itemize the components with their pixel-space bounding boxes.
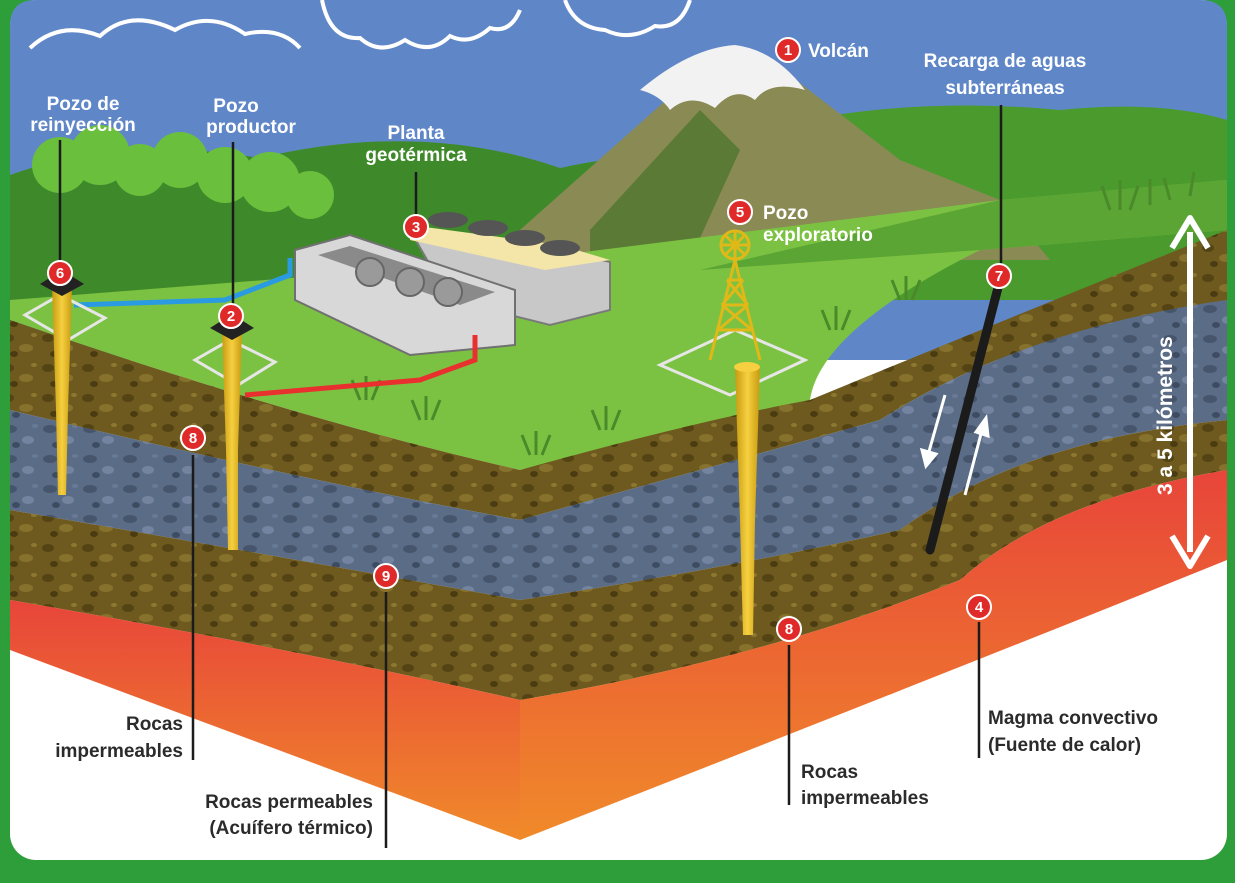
recharge-label-line2: subterráneas: [945, 78, 1064, 99]
marker-5: 5: [727, 199, 753, 225]
clouds: [28, 0, 692, 50]
marker-1: 1: [775, 37, 801, 63]
magma-label-line2: (Fuente de calor): [988, 735, 1141, 756]
recharge-conduit: [925, 275, 1005, 555]
producer-label-line1: Pozo: [213, 96, 258, 117]
plant-label-line2: geotérmica: [365, 145, 467, 166]
marker-6: 6: [47, 260, 73, 286]
impermeable-left-label-line1: Rocas: [126, 714, 183, 735]
impermeable-right-label-line2: impermeables: [801, 788, 929, 809]
svg-text:3: 3: [412, 219, 420, 236]
svg-text:8: 8: [785, 621, 793, 638]
hot-pipe: [244, 335, 478, 398]
svg-text:8: 8: [189, 430, 197, 447]
plant-label-line1: Planta: [387, 123, 444, 144]
exploratory-label-line2: exploratorio: [763, 225, 873, 246]
marker-8-left: 8: [180, 425, 206, 451]
impermeable-right-label-line1: Rocas: [801, 762, 858, 783]
svg-text:1: 1: [784, 42, 792, 59]
reinjection-label-line1: Pozo de: [47, 94, 120, 115]
cold-pipe: [73, 258, 293, 308]
marker-4: 4: [966, 594, 992, 620]
svg-text:7: 7: [995, 268, 1003, 285]
svg-text:2: 2: [227, 308, 235, 325]
permeable-label-line2: (Acuífero térmico): [209, 818, 373, 839]
volcano-snow: [640, 45, 805, 110]
depth-scale: 3 a 5 kilómetros: [1154, 215, 1211, 569]
recharge-label-line1: Recarga de aguas: [924, 51, 1087, 72]
trees: [32, 125, 334, 219]
flow-arrows: [919, 394, 990, 496]
marker-7: 7: [986, 263, 1012, 289]
marker-2: 2: [218, 303, 244, 329]
producer-well: [222, 330, 242, 550]
reinjection-well: [52, 285, 72, 495]
volcano-shadow: [590, 110, 740, 260]
marker-8-right: 8: [776, 616, 802, 642]
svg-text:5: 5: [736, 204, 744, 221]
impermeable-left-label-line2: impermeables: [55, 741, 183, 762]
depth-scale-label: 3 a 5 kilómetros: [1154, 336, 1177, 495]
permeable-label-line1: Rocas permeables: [205, 792, 373, 813]
svg-text:6: 6: [56, 265, 64, 282]
leader-lines: [58, 105, 1003, 848]
exploratory-well: [735, 365, 760, 635]
svg-text:4: 4: [975, 599, 984, 616]
volcano-label: Volcán: [808, 41, 869, 62]
magma-label-line1: Magma convectivo: [988, 708, 1158, 729]
ground-surface-far: [700, 180, 1227, 270]
magma-layer-right: [520, 470, 1227, 840]
marker-3: 3: [403, 214, 429, 240]
grass-tufts: [350, 171, 1196, 456]
exploratory-label-line1: Pozo: [763, 203, 808, 224]
magma-layer-left: [10, 600, 520, 840]
svg-text:9: 9: [382, 568, 390, 585]
marker-9: 9: [373, 563, 399, 589]
geothermal-plant: [294, 212, 611, 357]
exploratory-well-pad: [656, 328, 809, 397]
drilling-rig: [708, 229, 762, 361]
reinjection-label-line2: reinyección: [30, 115, 136, 136]
producer-label-line2: productor: [206, 117, 296, 138]
